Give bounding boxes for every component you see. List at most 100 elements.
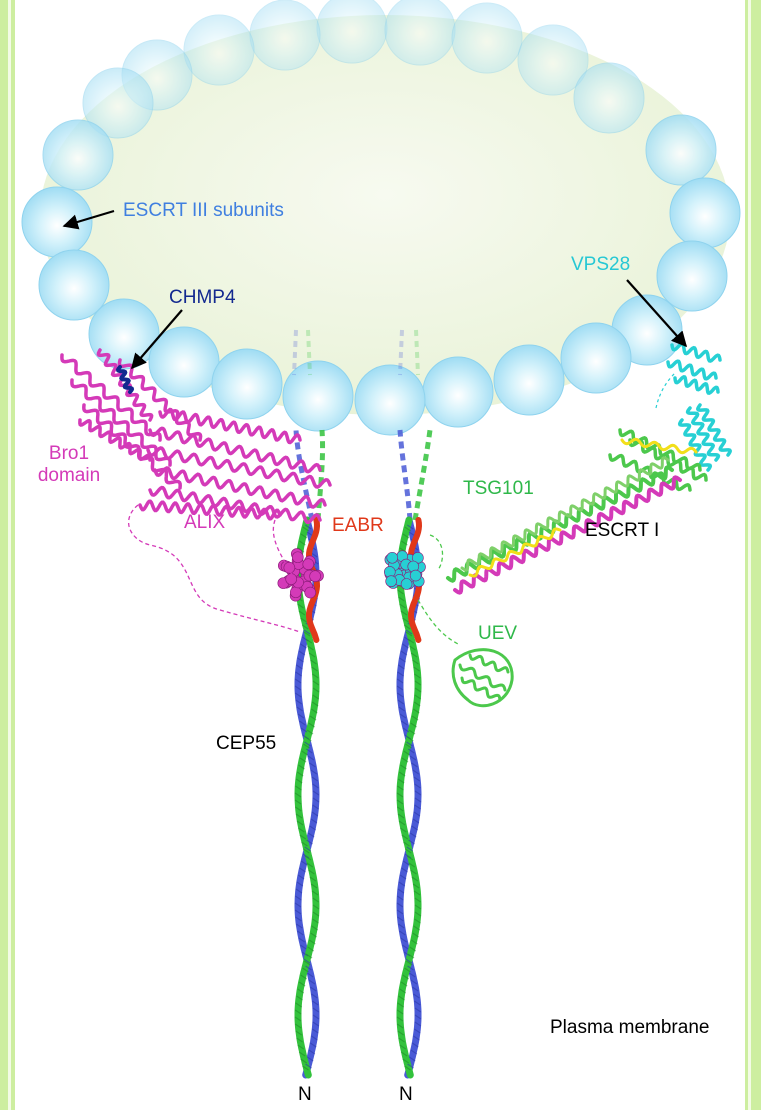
cep55-ribbon-tick xyxy=(311,666,318,672)
cep55-ribbon-tick xyxy=(414,680,422,686)
escrt-iii-bead xyxy=(645,114,717,186)
cep55-ribbon-tick xyxy=(298,1051,306,1057)
cep55-ribbon-tick xyxy=(309,715,317,721)
cep55-ribbon-tick xyxy=(397,1030,405,1036)
cep55-ribbon-tick xyxy=(404,967,411,973)
cep55-ribbon-tick xyxy=(413,993,420,999)
cep55-ribbon-tick xyxy=(398,596,405,602)
cep55-ribbon-tick xyxy=(298,764,305,770)
cep55-ribbon-tick xyxy=(399,827,407,833)
cep55-ribbon-tick xyxy=(405,743,412,749)
escrt-iii-bead xyxy=(148,326,220,398)
alix-v-helix xyxy=(148,426,322,474)
cep55-ribbon-tick xyxy=(404,848,412,854)
escrt-iii-bead xyxy=(422,356,494,428)
cep55-ribbon-tick xyxy=(295,888,303,894)
cep55-ribbon-tick xyxy=(401,834,409,840)
cep55-ribbon-tick xyxy=(295,1030,303,1036)
cep55-ribbon-tick xyxy=(404,1065,411,1071)
cep55-ribbon-tick xyxy=(302,1065,309,1071)
escrt-i-label: ESCRT I xyxy=(585,520,660,541)
cep55-ribbon-tick xyxy=(413,811,421,817)
cep55-ribbon-tick xyxy=(414,783,421,789)
escrt-iii-bead xyxy=(560,322,632,394)
escrt-iii-bead xyxy=(249,0,321,71)
cep55-ribbon-tick xyxy=(302,848,310,854)
cep55-ribbon-tick xyxy=(414,904,422,910)
cep55-ribbon-tick xyxy=(303,960,311,966)
cep55-ribbon-tick xyxy=(397,778,405,784)
cep55-ribbon-tick xyxy=(310,883,318,889)
cep55-ribbon-tick xyxy=(298,650,306,656)
cep55-ribbon-tick xyxy=(413,776,421,782)
uev-sheet xyxy=(458,663,507,692)
escrt-iii-bead xyxy=(451,2,523,74)
plasma-membrane-label: Plasma membrane xyxy=(550,1017,710,1038)
cep55-ribbon-tick xyxy=(412,932,419,938)
cep55-ribbon-tick xyxy=(397,589,404,595)
cep55-ribbon-tick xyxy=(412,659,419,665)
cep55-ribbon-tick xyxy=(409,832,417,838)
uev-label: UEV xyxy=(478,623,518,644)
cep55-ribbon-tick xyxy=(399,1044,407,1050)
cep55-ribbon-tick xyxy=(397,699,405,705)
cep55-ribbon-tick xyxy=(301,841,308,847)
cep55-ribbon-tick xyxy=(310,932,317,938)
stalk-helix xyxy=(460,456,670,572)
alix-binding-spheres xyxy=(304,586,317,599)
vps28-helix xyxy=(673,374,720,396)
cep55-ribbon-tick xyxy=(295,699,303,705)
cep55-ribbon-tick xyxy=(300,1058,308,1064)
cep55-ribbon-tick xyxy=(401,757,409,763)
cep55-ribbon-tick xyxy=(408,839,415,845)
cep55-ribbon-tick xyxy=(414,897,422,903)
cep55-ribbon-tick xyxy=(312,687,320,693)
cep55-ribbon-tick xyxy=(399,930,406,936)
cep55-ribbon-tick xyxy=(413,1035,420,1041)
cep55-ribbon-tick xyxy=(398,1037,405,1043)
cep55-ribbon-tick xyxy=(299,834,307,840)
escrt-iii-bead xyxy=(211,348,283,420)
cep55-ribbon-tick xyxy=(396,685,404,691)
cep55-ribbon-tick xyxy=(304,741,311,747)
cep55-ribbon-tick xyxy=(405,958,413,964)
cep55-ribbon-tick xyxy=(308,869,315,875)
cep55-dotted-linkers xyxy=(292,329,433,521)
cep55-ribbon-tick xyxy=(400,764,407,770)
cep55-ribbon-tick xyxy=(306,862,314,868)
cep55-ribbon-tick xyxy=(294,678,302,684)
cep55-helix-strand xyxy=(294,516,320,1079)
cep55-ribbon-tick xyxy=(312,1014,320,1020)
cep55-ribbon-tick xyxy=(300,533,308,539)
cep55-ribbon-tick xyxy=(303,629,311,635)
cep55-ribbon-tick xyxy=(396,895,404,901)
cep55-ribbon-tick xyxy=(311,1035,318,1041)
cep55-ribbon-tick xyxy=(397,813,405,819)
cep55-ribbon-tick xyxy=(397,1002,405,1008)
cep55-ribbon-tick xyxy=(297,874,305,880)
cep55-ribbon-tick xyxy=(396,902,404,908)
cep55-ribbon-tick xyxy=(399,874,407,880)
cep55-ribbon-tick xyxy=(309,1042,317,1048)
cep55-ribbon-tick xyxy=(294,692,302,698)
cep55-ribbon-tick xyxy=(413,701,421,707)
cep55-ribbon-tick xyxy=(396,799,404,805)
cep55-ribbon-tick xyxy=(398,771,406,777)
escrt-iii-bead-ring xyxy=(21,0,741,436)
cep55-ribbon-tick xyxy=(410,1049,418,1055)
cep55-ribbon-tick xyxy=(310,552,318,558)
cep55-ribbon-tick xyxy=(305,638,313,644)
cep55-ribbon-tick xyxy=(296,820,304,826)
cep55-ribbon-tick xyxy=(294,895,302,901)
cep55-ribbon-tick xyxy=(400,1051,408,1057)
cep55-ribbon-tick xyxy=(412,883,420,889)
cep55-ribbon-tick xyxy=(411,876,419,882)
faded-linker xyxy=(398,329,404,376)
cep55-ribbon-tick xyxy=(311,993,318,999)
escrt-iii-bead xyxy=(493,344,565,416)
chmp4-helix xyxy=(115,365,135,394)
vps28-helix xyxy=(670,342,722,363)
linker-green-left xyxy=(315,429,326,521)
cep55-ribbon-tick xyxy=(309,986,317,992)
cep55-ribbon-tick xyxy=(294,909,302,915)
